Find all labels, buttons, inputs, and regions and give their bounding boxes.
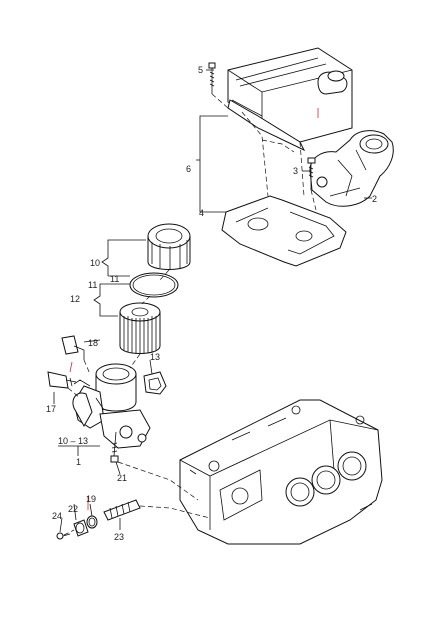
callout-17: 17 — [46, 404, 56, 414]
callout-10: 10 — [90, 258, 100, 268]
callout-19: 19 — [86, 494, 96, 504]
plug-22 — [73, 519, 89, 537]
callout-labels: 1 2 3 4 5 6 10 11 11 12 13 17 18 19 21 2… — [46, 65, 377, 542]
callout-12: 12 — [70, 294, 80, 304]
gasket-4 — [221, 195, 347, 267]
sensor-17 — [47, 371, 77, 389]
bolt-5 — [208, 62, 216, 94]
assembly-lines — [63, 93, 317, 536]
engine-block — [179, 399, 383, 545]
callout-5: 5 — [198, 65, 203, 75]
oil-filter-housing — [72, 363, 151, 449]
switch-18 — [61, 335, 85, 360]
leader-lines — [53, 69, 372, 533]
filter-cap-10 — [147, 223, 191, 270]
callout-18: 18 — [88, 338, 98, 348]
o-ring-11 — [129, 272, 179, 298]
callout-22: 22 — [68, 504, 78, 514]
group-bracket-10-12 — [93, 239, 146, 317]
o-ring-19 — [86, 515, 98, 529]
filter-element-12 — [119, 302, 161, 354]
callout-4: 4 — [199, 208, 204, 218]
callout-23: 23 — [114, 532, 124, 542]
callout-21: 21 — [117, 473, 127, 483]
callout-11b: 11 — [88, 280, 97, 290]
bolt-3 — [307, 157, 316, 190]
pipe-23 — [103, 499, 141, 521]
callout-2: 2 — [372, 194, 377, 204]
reference-lines — [69, 70, 319, 510]
oil-filter-flange-2 — [309, 130, 394, 207]
callout-6: 6 — [186, 164, 191, 174]
screw-24 — [56, 532, 71, 540]
callout-3: 3 — [293, 166, 298, 176]
callout-11a: 11 — [110, 274, 119, 284]
callout-10-13: 10 – 13 — [58, 436, 88, 446]
seal-13 — [143, 371, 167, 395]
bolt-21 — [110, 431, 119, 463]
callout-13: 13 — [150, 352, 160, 362]
callout-1: 1 — [76, 457, 81, 467]
oil-cooler — [227, 47, 353, 152]
callout-24: 24 — [52, 511, 62, 521]
